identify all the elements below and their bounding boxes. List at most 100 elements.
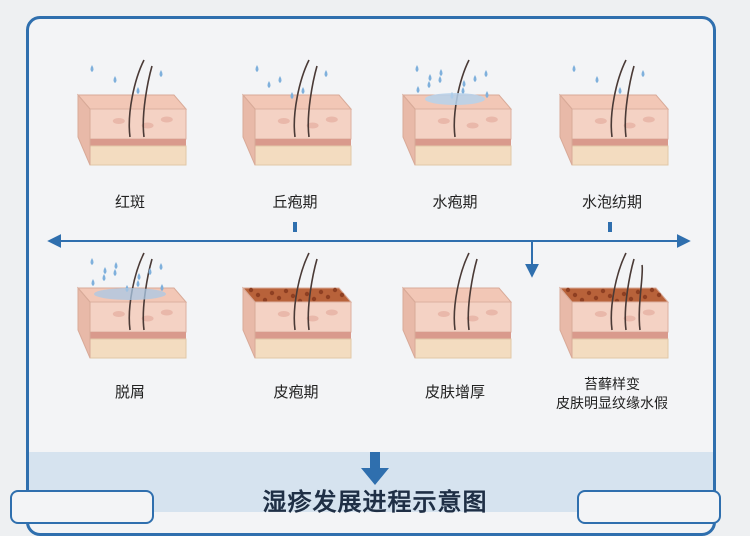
stage-label-2: 丘疱期 [272, 193, 318, 211]
crust-dot [311, 296, 317, 302]
skin-tile [558, 252, 670, 359]
skin-tile [558, 59, 670, 166]
droplet [324, 70, 328, 77]
crust-dot [656, 292, 662, 298]
cell [141, 122, 154, 129]
droplet [428, 74, 432, 81]
droplet [290, 92, 294, 99]
droplet [301, 87, 305, 94]
cell [485, 116, 498, 123]
cell [306, 315, 319, 322]
cell [466, 315, 479, 322]
stage-canvas [47, 59, 691, 359]
cell [112, 311, 125, 317]
footer-right-box [577, 490, 721, 524]
crust-dot [600, 288, 606, 294]
droplet [438, 76, 442, 83]
hair-strand [638, 264, 644, 331]
cell [160, 116, 173, 123]
droplet [113, 76, 117, 83]
crust-dot [276, 295, 282, 301]
crust-dot [607, 293, 613, 299]
hair-strand [624, 65, 635, 138]
cell [160, 309, 173, 316]
droplet [267, 81, 271, 88]
hair-strand [467, 258, 478, 331]
droplet [103, 267, 107, 274]
timeline-arrows [47, 222, 691, 278]
crust-dot [642, 294, 648, 300]
crust-dot [269, 290, 275, 296]
crust-dot [593, 295, 599, 301]
crust-dot [304, 291, 310, 297]
crust-dot [255, 292, 261, 298]
hair-strand [624, 258, 635, 331]
footer-left-box [10, 490, 154, 524]
crust-dot [332, 287, 338, 293]
droplet [102, 274, 106, 281]
cell [642, 309, 655, 316]
stage-label-6: 皮疱期 [273, 383, 319, 401]
crust-dot [649, 287, 655, 293]
stage-label-5: 脱屑 [114, 383, 146, 401]
droplet [91, 279, 95, 286]
droplet [90, 65, 94, 72]
droplet [595, 76, 599, 83]
cell [112, 118, 125, 124]
stage-label-7: 皮肤增厚 [424, 383, 486, 401]
droplet [113, 269, 117, 276]
droplet [485, 91, 489, 98]
crust-dot [572, 292, 578, 298]
cell [141, 315, 154, 322]
crust-dot [579, 297, 585, 303]
cell [277, 311, 290, 317]
droplet [461, 87, 465, 94]
cell [325, 309, 338, 316]
droplet [160, 284, 164, 291]
stage-label-8: 苔藓样变 皮肤明显纹缘水假 [556, 377, 668, 412]
blister-fluid [425, 93, 485, 105]
cell [466, 122, 479, 129]
crust-dot [262, 297, 268, 303]
droplet [136, 87, 140, 94]
droplet [148, 268, 152, 275]
down-arrow-icon [361, 452, 389, 485]
hair-strand [610, 59, 627, 138]
droplet [159, 70, 163, 77]
droplet [439, 69, 443, 76]
cell [306, 122, 319, 129]
skin-tile [76, 252, 188, 359]
droplet [137, 273, 141, 280]
crust-dot [325, 294, 331, 300]
cell [594, 311, 607, 317]
stage-label-4: 水泡纺期 [581, 193, 643, 211]
crust-dot [318, 289, 324, 295]
skin-tile [401, 252, 513, 359]
cell [277, 118, 290, 124]
crust-dot [565, 287, 571, 293]
cell [623, 122, 636, 129]
hair-strand [128, 59, 145, 138]
droplet [255, 65, 259, 72]
skin-tile [241, 59, 353, 166]
hair-strand [610, 252, 627, 331]
crust-dot [290, 293, 296, 299]
cell [623, 315, 636, 322]
hair-strand [307, 258, 318, 331]
skin-tile [401, 59, 513, 166]
cell [642, 116, 655, 123]
crust-dot [283, 288, 289, 294]
hair-strand [453, 252, 470, 331]
skin-tile [241, 252, 353, 359]
crust-dot [628, 296, 634, 302]
crust-dot [621, 291, 627, 297]
droplet [427, 81, 431, 88]
cell [437, 118, 450, 124]
droplet [415, 65, 419, 72]
droplet [114, 262, 118, 269]
hair-strand [293, 252, 310, 331]
droplet [278, 76, 282, 83]
crust-dot [635, 289, 641, 295]
droplet [416, 86, 420, 93]
stage-marker [293, 222, 297, 232]
